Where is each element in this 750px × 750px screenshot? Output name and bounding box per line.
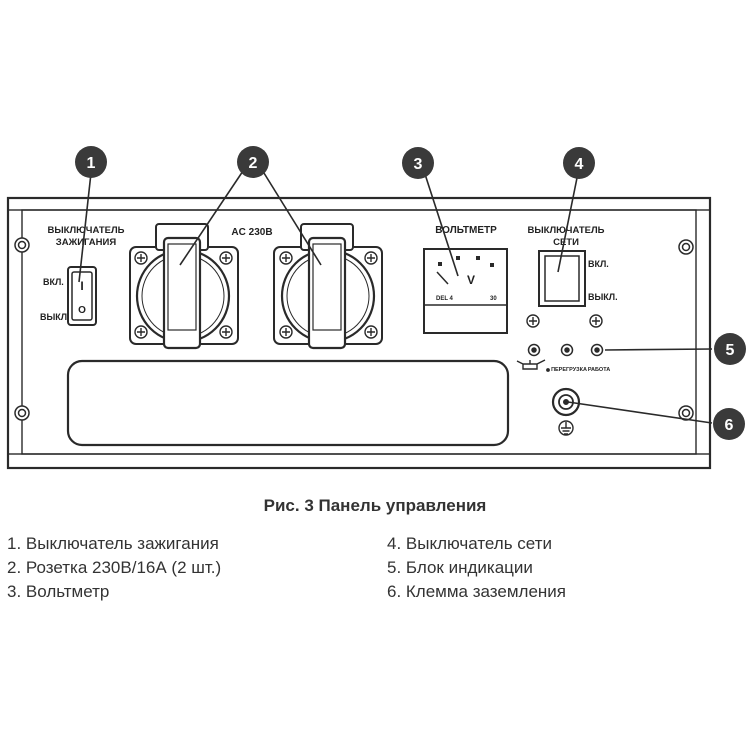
ground-icon <box>558 420 574 436</box>
legend-item: 6. Клемма заземления <box>387 582 566 601</box>
ground-terminal <box>551 387 581 417</box>
legend-item: 2. Розетка 230В/16А (2 шт.) <box>7 558 222 577</box>
callout-4: 4 <box>563 147 595 179</box>
callout-2: 2 <box>237 146 269 178</box>
ignition-off-mark: O <box>78 305 86 316</box>
screw-icon <box>678 405 694 421</box>
screw-icon <box>678 239 694 255</box>
screw-icon <box>526 314 540 328</box>
svg-text:3: 3 <box>414 156 423 173</box>
network-switch-title-line2: СЕТИ <box>553 237 579 248</box>
socket-icon[interactable] <box>273 223 383 350</box>
voltmeter-label: ВОЛЬТМЕТР <box>435 225 497 236</box>
svg-text:4: 4 <box>575 156 584 173</box>
panel-handle-plate <box>66 359 510 447</box>
legend-item: 4. Выключатель сети <box>387 534 552 553</box>
ignition-on-mark: I <box>80 279 83 293</box>
indicator-block <box>527 343 604 357</box>
panel-frame <box>6 196 712 470</box>
legend-left: 1. Выключатель зажигания 2. Розетка 230В… <box>7 532 221 604</box>
indicator-work-label: РАБОТА <box>588 367 610 373</box>
svg-text:6: 6 <box>725 417 734 434</box>
svg-text:2: 2 <box>249 155 258 172</box>
ignition-off-label: ВЫКЛ. <box>40 312 70 322</box>
indicator-lamp-overload <box>560 343 574 357</box>
network-off-label: ВЫКЛ. <box>588 292 618 302</box>
callout-5: 5 <box>714 333 746 365</box>
indicator-lamp-work <box>590 343 604 357</box>
legend-right: 4. Выключатель сети 5. Блок индикации 6.… <box>387 532 566 604</box>
oil-can-icon <box>516 359 550 372</box>
socket-icon[interactable] <box>129 223 239 350</box>
voltmeter-scale-right: 30 <box>490 296 497 302</box>
svg-text:1: 1 <box>87 155 96 172</box>
network-on-label: ВКЛ. <box>588 259 609 269</box>
voltmeter-scale-left: DEL 4 <box>436 296 454 302</box>
callout-6: 6 <box>713 408 745 440</box>
voltmeter-needle-icon <box>436 271 449 285</box>
voltmeter: V DEL 4 30 <box>423 248 508 334</box>
ignition-title-line1: ВЫКЛЮЧАТЕЛЬ <box>48 225 125 236</box>
voltmeter-unit: V <box>467 273 475 287</box>
callout-1: 1 <box>75 146 107 178</box>
indicator-lamp-oil <box>527 343 541 357</box>
callout-3: 3 <box>402 147 434 179</box>
network-switch[interactable] <box>538 250 586 307</box>
screw-icon <box>14 237 30 253</box>
callout-leaders <box>78 163 713 424</box>
sockets-label: AC 230В <box>231 227 272 238</box>
figure-caption: Рис. 3 Панель управления <box>263 496 487 515</box>
ignition-switch[interactable]: I O <box>67 266 97 326</box>
legend-item: 3. Вольтметр <box>7 582 110 601</box>
legend-item: 1. Выключатель зажигания <box>7 534 219 553</box>
ignition-on-label: ВКЛ. <box>43 277 64 287</box>
legend-item: 5. Блок индикации <box>387 558 533 577</box>
ignition-title-line2: ЗАЖИГАНИЯ <box>56 237 117 248</box>
screw-icon <box>589 314 603 328</box>
screw-icon <box>14 405 30 421</box>
svg-text:5: 5 <box>726 342 735 359</box>
indicator-overload-label: ПЕРЕГРУЗКА <box>551 367 587 373</box>
control-panel-diagram: ВЫКЛЮЧАТЕЛЬ ЗАЖИГАНИЯ ВКЛ. ВЫКЛ. I O AC … <box>6 146 746 470</box>
